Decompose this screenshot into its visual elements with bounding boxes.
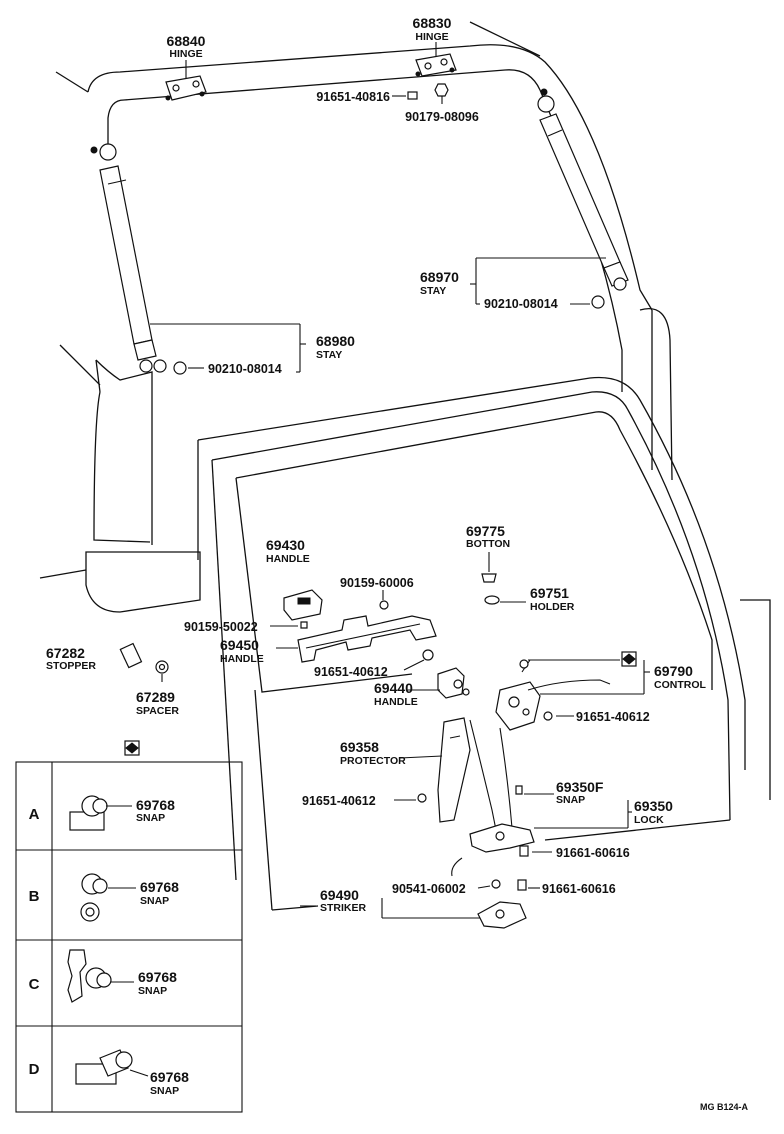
label-69350-number: 69350 bbox=[634, 798, 673, 814]
label-69790-name: CONTROL bbox=[654, 679, 706, 691]
part-labels: 68840 HINGE 68830 HINGE 91651-40816 9017… bbox=[46, 15, 706, 914]
label-68980-nut: 90210-08014 bbox=[208, 362, 282, 376]
diamond-marker-icons bbox=[124, 651, 637, 756]
label-lock-bolt: 91661-60616 bbox=[556, 846, 630, 860]
snap-row-b-label: B bbox=[29, 888, 40, 905]
label-bolt-b: 91651-40612 bbox=[576, 710, 650, 724]
snap-row-d-label: D bbox=[29, 1061, 40, 1078]
label-68970-number: 68970 bbox=[420, 269, 459, 285]
diagram-ref-code: MG B124-A bbox=[700, 1102, 749, 1112]
leader-lines bbox=[150, 42, 650, 919]
label-69450-number: 69450 bbox=[220, 637, 259, 653]
snap-table: A 69768 SNAP B 69768 SNAP C 69768 S bbox=[15, 761, 243, 1113]
stay-68970-graphic bbox=[537, 88, 629, 309]
label-69358-number: 69358 bbox=[340, 739, 379, 755]
label-69440-name: HANDLE bbox=[374, 696, 418, 708]
label-68980-name: STAY bbox=[316, 349, 342, 361]
snap-row-c-number: 69768 bbox=[138, 969, 177, 985]
label-hinge-nut: 90179-08096 bbox=[405, 110, 479, 124]
hinge-bolt-graphic bbox=[407, 83, 449, 100]
label-69490-name: STRIKER bbox=[320, 902, 367, 914]
label-washer: 90541-06002 bbox=[392, 882, 466, 896]
label-69440-number: 69440 bbox=[374, 680, 413, 696]
label-69775-name: BOTTON bbox=[466, 538, 510, 550]
label-handle-bolt: 90159-50022 bbox=[184, 620, 258, 634]
hinge-68840-graphic bbox=[165, 75, 207, 101]
label-bolt-a: 91651-40612 bbox=[314, 665, 388, 679]
label-69350-name: LOCK bbox=[634, 814, 664, 826]
snap-row-c-label: C bbox=[29, 976, 40, 993]
protector-69358-graphic bbox=[417, 717, 471, 823]
label-bolt-c: 91651-40612 bbox=[302, 794, 376, 808]
snap-row-c-name: SNAP bbox=[138, 985, 167, 997]
label-69430-name: HANDLE bbox=[266, 553, 310, 565]
snap-row-a-number: 69768 bbox=[136, 797, 175, 813]
snap-b-graphic bbox=[80, 873, 136, 922]
label-67289-number: 67289 bbox=[136, 689, 175, 705]
handle-69430-graphic bbox=[283, 589, 323, 621]
lock-69350-graphic bbox=[469, 785, 535, 857]
lock-rods-graphic bbox=[451, 719, 513, 877]
label-68840-name: HINGE bbox=[169, 48, 202, 60]
snap-row-b-number: 69768 bbox=[140, 879, 179, 895]
snap-d-graphic bbox=[75, 1049, 149, 1085]
handle-bar-69450-graphic bbox=[297, 615, 437, 663]
snap-c-graphic bbox=[67, 949, 134, 1003]
label-69358-name: PROTECTOR bbox=[340, 755, 406, 767]
label-69430-number: 69430 bbox=[266, 537, 305, 553]
label-69775-number: 69775 bbox=[466, 523, 505, 539]
label-68970-nut: 90210-08014 bbox=[484, 297, 558, 311]
stay-68980-graphic bbox=[90, 143, 187, 375]
snap-row-d-name: SNAP bbox=[150, 1085, 179, 1097]
snap-row-a-label: A bbox=[29, 806, 40, 823]
label-67282-number: 67282 bbox=[46, 645, 85, 661]
snap-a-graphic bbox=[69, 795, 132, 831]
control-69790-graphic bbox=[495, 659, 611, 731]
label-69751-number: 69751 bbox=[530, 585, 569, 601]
label-69790-number: 69790 bbox=[654, 663, 693, 679]
label-hinge-bolt: 91651-40816 bbox=[316, 90, 390, 104]
inner-handle-69440-graphic bbox=[437, 667, 470, 699]
snap-row-d-number: 69768 bbox=[150, 1069, 189, 1085]
label-69350f-number: 69350F bbox=[556, 779, 604, 795]
label-68830-number: 68830 bbox=[413, 15, 452, 31]
label-69350f-name: SNAP bbox=[556, 794, 585, 806]
label-69751-name: HOLDER bbox=[530, 601, 575, 613]
snap-row-b-name: SNAP bbox=[140, 895, 169, 907]
snap-row-a-name: SNAP bbox=[136, 812, 165, 824]
label-69490-number: 69490 bbox=[320, 887, 359, 903]
label-68840-number: 68840 bbox=[167, 33, 206, 49]
body-outline bbox=[39, 21, 771, 911]
striker-69490-graphic bbox=[477, 879, 527, 929]
label-68830-name: HINGE bbox=[415, 31, 448, 43]
label-69450-name: HANDLE bbox=[220, 653, 264, 665]
label-68980-number: 68980 bbox=[316, 333, 355, 349]
label-68970-name: STAY bbox=[420, 285, 446, 297]
label-striker-bolt: 91661-60616 bbox=[542, 882, 616, 896]
label-67282-name: STOPPER bbox=[46, 660, 96, 672]
label-screw-a: 90159-60006 bbox=[340, 576, 414, 590]
label-67289-name: SPACER bbox=[136, 705, 179, 717]
hinge-68830-graphic bbox=[415, 53, 457, 77]
small-fasteners-graphic bbox=[119, 573, 500, 674]
